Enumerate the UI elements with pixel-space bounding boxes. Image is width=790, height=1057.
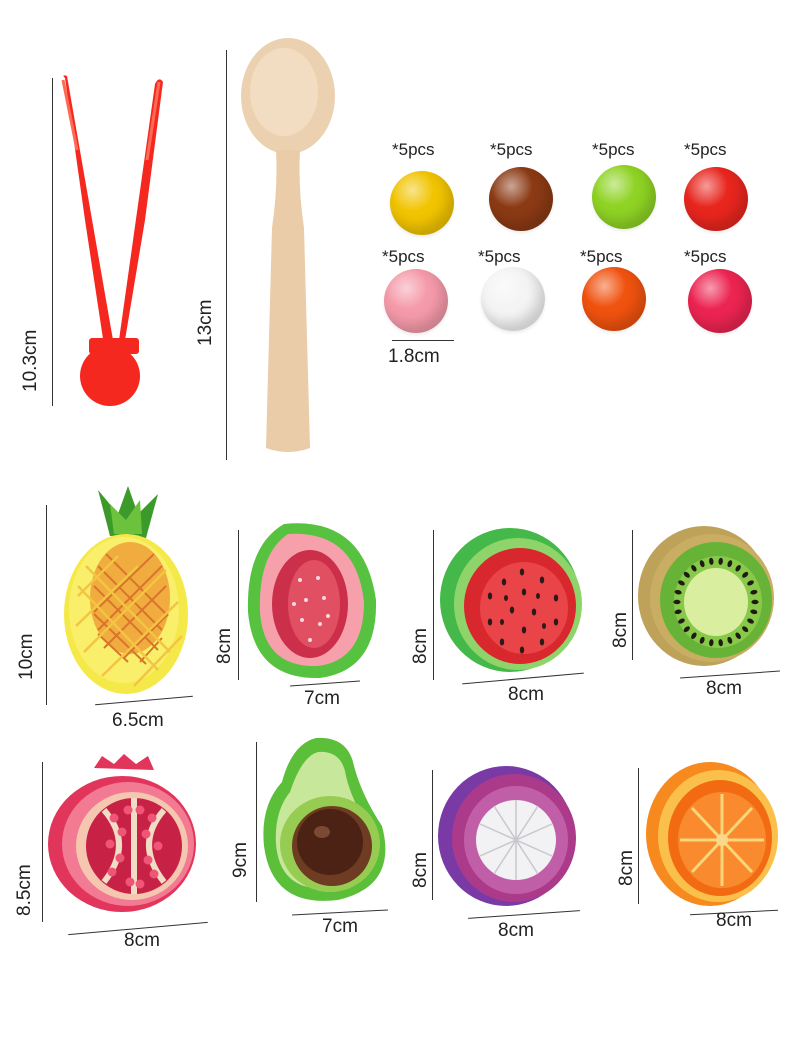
kiwi-image [638,526,774,666]
mangosteen-width-label: 8cm [498,920,534,941]
kiwi-height-line [632,530,633,660]
spoon-height-label: 13cm [195,299,216,346]
wooden-ball [384,269,448,333]
guava-height-label: 8cm [214,628,235,664]
avocado-image [263,737,386,901]
ball-quantity-label: *5pcs [392,140,435,159]
guava-width-label: 7cm [304,688,340,709]
orange-width-label: 8cm [716,910,752,931]
wooden-ball [688,269,752,333]
spoon-dimension-line [226,50,227,460]
pineapple-width-label: 6.5cm [112,710,164,731]
avocado-width-line [292,909,388,916]
wooden-ball [489,167,553,231]
mangosteen-image [438,766,576,906]
watermelon-height-line [433,530,434,680]
ball-diameter-label: 1.8cm [388,346,440,367]
avocado-height-label: 9cm [230,842,251,878]
mangosteen-width-line [468,910,580,919]
mangosteen-height-label: 8cm [410,852,431,888]
pomegranate-image [48,754,196,912]
avocado-height-line [256,742,257,902]
orange-height-label: 8cm [616,850,637,886]
tongs-height-label: 10.3cm [20,329,41,392]
orange-image [646,762,778,906]
watermelon-image [440,528,582,672]
pomegranate-height-label: 8.5cm [14,864,35,916]
avocado-width-label: 7cm [322,916,358,937]
mangosteen-height-line [432,770,433,900]
kiwi-width-label: 8cm [706,678,742,699]
ball-quantity-label: *5pcs [478,247,521,266]
watermelon-width-label: 8cm [508,684,544,705]
wooden-ball [592,165,656,229]
pineapple-height-label: 10cm [16,633,37,680]
pineapple-height-line [46,505,47,705]
wooden-ball [481,267,545,331]
tongs-image [61,75,163,406]
ball-dimension-line [392,340,454,341]
kiwi-height-label: 8cm [610,612,631,648]
pomegranate-height-line [42,762,43,922]
ball-quantity-label: *5pcs [382,247,425,266]
ball-quantity-label: *5pcs [580,247,623,266]
wooden-ball [684,167,748,231]
watermelon-height-label: 8cm [410,628,431,664]
guava-image [247,523,377,679]
orange-height-line [638,768,639,904]
tongs-dimension-line [52,78,53,406]
guava-height-line [238,530,239,680]
ball-quantity-label: *5pcs [684,140,727,159]
pomegranate-width-label: 8cm [124,930,160,951]
wooden-ball [390,171,454,235]
pineapple-image [64,486,188,694]
ball-quantity-label: *5pcs [684,247,727,266]
spoon-image [241,38,335,452]
ball-quantity-label: *5pcs [490,140,533,159]
wooden-ball [582,267,646,331]
ball-quantity-label: *5pcs [592,140,635,159]
